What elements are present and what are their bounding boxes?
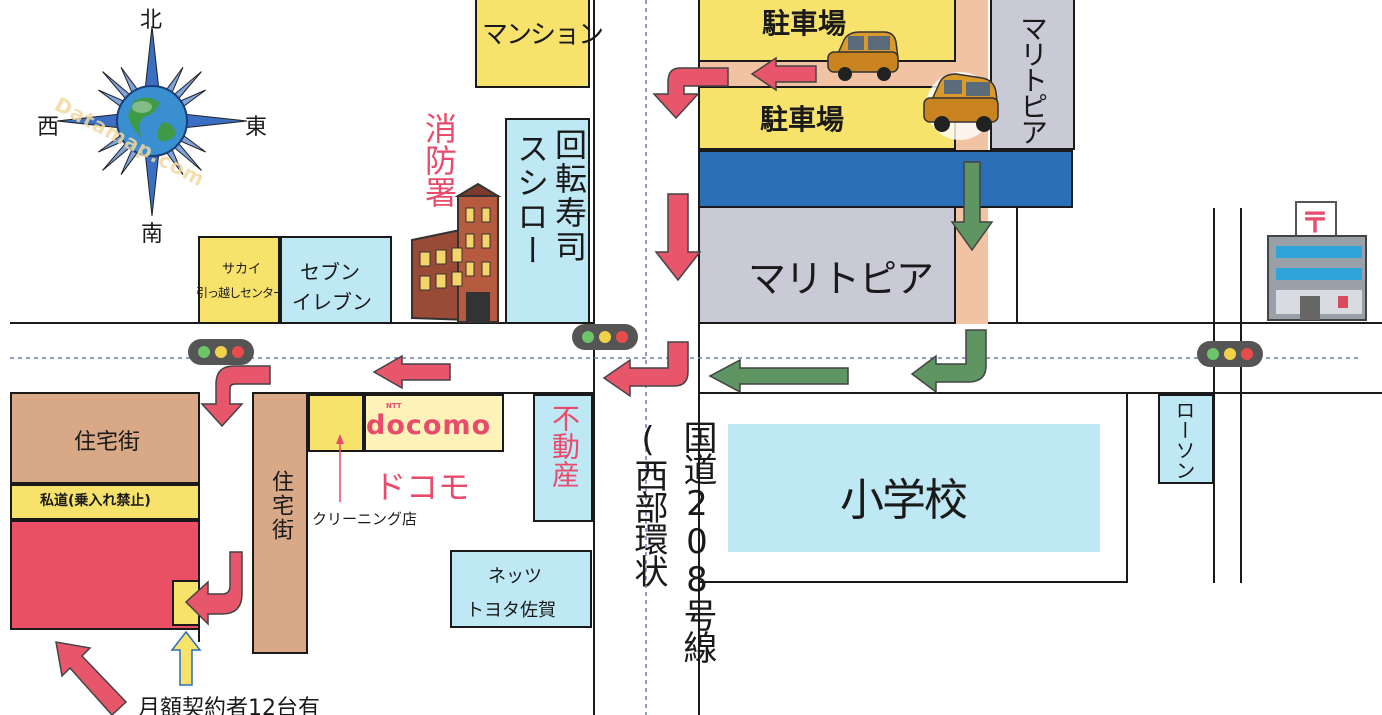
sushiro-block — [505, 118, 590, 324]
docomo-kana-label: ドコモ — [374, 468, 471, 506]
residential-left-label: 住宅街 — [74, 430, 141, 455]
sushiro-label: スシロー — [512, 132, 550, 268]
road-line-lower-mid — [252, 392, 595, 394]
fire-station-label: 消防署 — [420, 112, 458, 208]
docomo-shop-block — [364, 394, 504, 452]
compass-north-label: 北 — [140, 8, 163, 33]
parking-lot-top — [698, 0, 956, 62]
seven-eleven-block — [280, 236, 392, 324]
netz-toyota-block — [450, 550, 592, 628]
maritopia-main-block — [698, 206, 956, 324]
netz-label-line1: ネッツ — [488, 566, 542, 587]
monthly-contract-note: 月額契約者12台有 — [138, 696, 320, 715]
road-line-school-bottom — [700, 581, 1128, 583]
target-parking-lot — [10, 520, 200, 630]
compass-east-label: 東 — [245, 115, 268, 140]
netz-label-line2: トヨタ佐賀 — [466, 600, 556, 621]
school-label: 小学校 — [840, 475, 968, 526]
maritopia-main-label: マリトピア — [748, 257, 934, 301]
kaiten-sushi-label: 回転寿司 — [550, 128, 588, 264]
sakai-moving-block — [198, 236, 280, 324]
sakai-label-line1: サカイ — [222, 262, 262, 277]
route-208-label: 国道208号線(西部環状 — [628, 420, 717, 662]
docomo-logo: docomo — [366, 410, 492, 441]
road-line-upper-right — [700, 322, 1382, 324]
parking-top-label: 駐車場 — [762, 7, 847, 40]
mansion-block — [475, 0, 590, 88]
residential-mid-label: 住宅街 — [268, 470, 293, 542]
school-yard-outline — [700, 394, 1128, 583]
compass-west-label: 西 — [37, 115, 60, 140]
sakai-label-line2: 引っ越しセンター — [196, 286, 285, 300]
fudousan-label: 不動産 — [548, 404, 581, 488]
maritopia-vertical-block — [990, 0, 1075, 150]
seven-eleven-line2: イレブン — [292, 290, 372, 314]
lawson-block — [1158, 394, 1214, 484]
post-office-mark: 〒 — [1301, 206, 1330, 239]
compass-south-label: 南 — [141, 222, 164, 247]
maritopia-vertical-label: マリトピア — [1016, 14, 1049, 144]
residential-left-block — [10, 392, 200, 484]
parking-second-label: 駐車場 — [760, 103, 845, 136]
seven-eleven-line1: セブン — [300, 260, 360, 284]
cleaning-shop-block — [308, 394, 364, 452]
private-road-label: 私道(乗入れ禁止) — [40, 493, 151, 509]
private-road-band — [10, 484, 200, 520]
residential-mid-block — [252, 392, 308, 654]
cleaning-shop-label: クリーニング店 — [312, 510, 418, 528]
school-block — [728, 424, 1100, 552]
road-line-lower-right — [700, 392, 1382, 394]
mansion-label: マンション — [482, 20, 604, 50]
lawson-label: ローソン — [1172, 400, 1196, 480]
fudousan-block — [533, 394, 593, 522]
maritopia-right-edge — [1016, 206, 1018, 324]
road-line-side-west — [1213, 208, 1215, 583]
road-line-side-east — [1240, 208, 1242, 583]
docomo-ntt-mark: NTT — [386, 402, 402, 410]
